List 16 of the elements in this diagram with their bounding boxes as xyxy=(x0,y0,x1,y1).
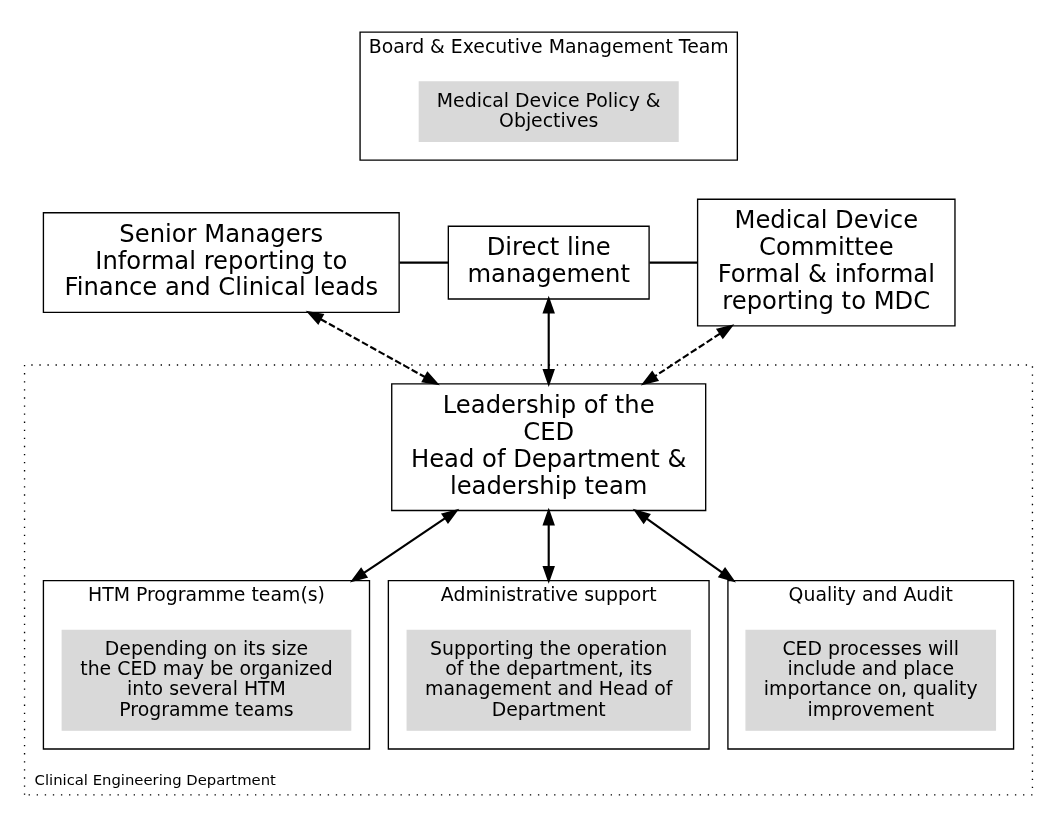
arrow xyxy=(542,295,555,387)
node-box: Medical Device Committee Formal & informal reporting to MDC xyxy=(696,198,956,327)
node-box: Direct line management xyxy=(447,225,650,300)
connector xyxy=(649,261,698,264)
node-box: Depending on its size the CED may be organized into several HTM Programme teams xyxy=(61,629,352,731)
arrow xyxy=(305,310,440,385)
node-box: CED processes will include and place importance on, quality improvement xyxy=(745,629,997,731)
arrow xyxy=(349,508,460,582)
node-box: Supporting the operation of the department, its management and Head of Department xyxy=(406,629,691,731)
arrow xyxy=(640,323,735,385)
arrow xyxy=(542,507,555,584)
node-box: Leadership of the CED Head of Department & leadership team xyxy=(391,382,707,511)
arrow xyxy=(632,508,736,582)
connector xyxy=(399,261,448,264)
node-box: Medical Device Policy & Objectives xyxy=(418,80,679,142)
node-box: Senior Managers Informal reporting to Finance and Clinical leads xyxy=(42,211,400,313)
